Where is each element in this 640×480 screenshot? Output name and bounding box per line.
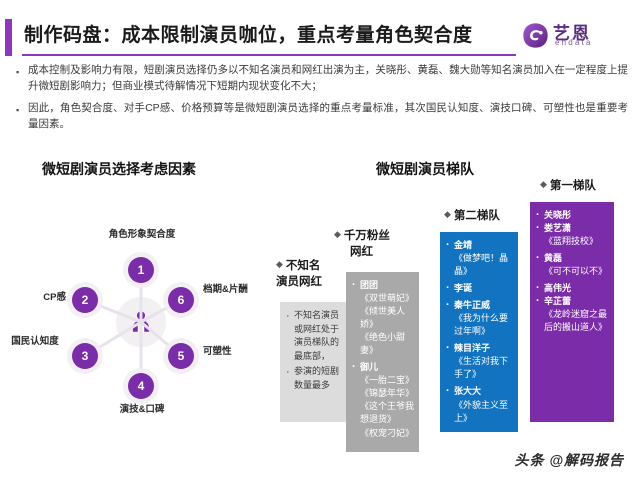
tier-heading: ◆第二梯队 bbox=[444, 208, 500, 225]
tier-group: 团团 《双世萌妃》 《倾世美人娇》 《绝色小甜妻》 bbox=[351, 278, 415, 357]
brand-name: 艺恩 bbox=[553, 24, 591, 43]
factor-node-2[interactable]: 2 bbox=[72, 287, 98, 313]
left-panel-title: 微短剧演员选择考虑因素 bbox=[42, 161, 196, 177]
actor-work: 《锦瑟年华》 bbox=[360, 388, 415, 399]
factor-label-5: 可塑性 bbox=[203, 346, 232, 357]
factor-label-3: 国民认知度 bbox=[11, 336, 59, 347]
right-panel-title: 微短剧演员梯队 bbox=[376, 161, 474, 177]
tier-group: 秦牛正威 《我为什么要过年啊》 bbox=[445, 298, 513, 338]
actor-name: 团团 bbox=[351, 278, 414, 294]
actor-work: 《龙岭迷窟之最后的搬山道人》 bbox=[544, 309, 608, 333]
tier-group: 李诞 bbox=[445, 281, 513, 297]
factor-node-6[interactable]: 6 bbox=[168, 287, 194, 313]
bullet-dot-icon: ▪ bbox=[16, 104, 20, 115]
tier-group: 黄磊 《可不可以不》 bbox=[535, 251, 609, 278]
tier-box: 不知名演员或网红处于演员梯队的最底部， 参演的短剧数量最多 bbox=[280, 302, 352, 422]
tier-group: 辣目洋子 《生活对我下手了》 bbox=[445, 341, 513, 381]
tier-heading-line1: 第一梯队 bbox=[549, 180, 596, 192]
bullet-item: ▪ 因此，角色契合度、对手CP感、价格预算等是微短剧演员选择的重点考量标准，其次… bbox=[16, 100, 628, 133]
tier-heading: ◆不知名 演员网红 bbox=[276, 258, 322, 290]
brand-logo: 艺恩 endata bbox=[522, 18, 622, 54]
tier-heading: ◆千万粉丝 网红 bbox=[334, 228, 390, 260]
actor-work: 《倾世美人娇》 bbox=[360, 306, 406, 330]
tier-box: 关晓彤 娄艺潇 《蓝翔技校》 黄磊 《可不可以不》 高伟光 辛芷蕾 《龙岭迷窟之… bbox=[530, 202, 614, 422]
watermark: 头条 @解码报告 bbox=[514, 452, 624, 468]
tier-group: 御儿 《一胎二宝》 《锦瑟年华》 《这个王爷我想退货》 《权宠刁妃》 bbox=[351, 360, 415, 439]
actor-work: 《蓝翔技校》 bbox=[544, 236, 599, 247]
tier-heading-line2: 演员网红 bbox=[276, 275, 322, 288]
factor-label-6: 档期&片酬 bbox=[203, 284, 248, 295]
bullet-item: ▪ 成本控制及影响力有限，短剧演员选择仍多以不知名演员和网红出演为主，关晓彤、黄… bbox=[16, 62, 628, 95]
actor-work: 《外貌主义至上》 bbox=[454, 399, 509, 423]
bullet-dot-icon: ▪ bbox=[16, 67, 20, 77]
factor-node-3[interactable]: 3 bbox=[72, 343, 98, 369]
actor-name: 张大大 bbox=[445, 384, 513, 400]
actor-work: 《可不可以不》 bbox=[544, 266, 608, 277]
actor-name: 辛芷蕾 bbox=[535, 294, 609, 310]
actor-name: 高伟光 bbox=[535, 281, 609, 297]
tier-group: 关晓彤 娄艺潇 《蓝翔技校》 bbox=[535, 208, 609, 248]
factor-label-2: CP感 bbox=[43, 292, 66, 303]
tier-heading: ◆第一梯队 bbox=[540, 178, 596, 195]
endata-logo-icon bbox=[523, 23, 548, 48]
bullet-text: 成本控制及影响力有限，短剧演员选择仍多以不知名演员和网红出演为主，关晓彤、黄磊、… bbox=[28, 64, 628, 93]
tier-group: 张大大 《外貌主义至上》 bbox=[445, 384, 513, 424]
header-underline bbox=[22, 54, 516, 56]
actor-name: 御儿 bbox=[351, 360, 414, 376]
slide-header: 制作码盘：成本限制演员咖位，重点考量角色契合度 艺恩 endata bbox=[0, 16, 640, 60]
actor-name: 黄磊 bbox=[535, 251, 609, 267]
actor-name: 娄艺潇 bbox=[535, 221, 609, 237]
actor-work: 《生活对我下手了》 bbox=[454, 356, 509, 380]
factor-node-1[interactable]: 1 bbox=[128, 257, 154, 283]
factor-hexagon-diagram: 1 2 3 4 5 6 角色形象契合度 CP感 国民认知度 演技&口碑 可塑性 … bbox=[11, 225, 263, 420]
tier-heading-line1: 第二梯队 bbox=[453, 210, 500, 222]
factor-node-5[interactable]: 5 bbox=[168, 343, 194, 369]
factor-label-1: 角色形象契合度 bbox=[108, 229, 176, 240]
brand-subtitle: endata bbox=[555, 38, 593, 47]
tier-group: 金靖 《做梦吧！晶晶》 bbox=[445, 238, 513, 278]
actor-work: 《做梦吧！晶晶》 bbox=[454, 253, 509, 277]
actor-work: 《绝色小甜妻》 bbox=[360, 332, 406, 356]
actor-name: 秦牛正威 bbox=[445, 298, 513, 314]
actor-work: 《一胎二宝》 bbox=[360, 375, 415, 386]
tier-box: 金靖 《做梦吧！晶晶》 李诞 秦牛正威 《我为什么要过年啊》 辣目洋子 《生活对… bbox=[440, 232, 518, 432]
tier-heading-line1: 不知名 bbox=[285, 260, 321, 272]
tier-note: 参演的短剧数量最多 bbox=[285, 364, 347, 392]
factor-label-4: 演技&口碑 bbox=[119, 404, 165, 415]
actor-work: 《这个王爷我想退货》 bbox=[360, 401, 415, 425]
actor-work: 《双世萌妃》 bbox=[360, 293, 415, 304]
summary-bullets: ▪ 成本控制及影响力有限，短剧演员选择仍多以不知名演员和网红出演为主，关晓彤、黄… bbox=[16, 62, 628, 137]
header-accent-bar bbox=[5, 19, 12, 56]
diamond-bullet-icon: ◆ bbox=[540, 179, 547, 189]
actor-work: 《我为什么要过年啊》 bbox=[454, 313, 509, 337]
tier-group: 高伟光 辛芷蕾 《龙岭迷窟之最后的搬山道人》 bbox=[535, 281, 609, 334]
factor-node-4[interactable]: 4 bbox=[128, 373, 154, 399]
actor-name: 金靖 bbox=[445, 238, 513, 254]
diamond-bullet-icon: ◆ bbox=[444, 209, 451, 219]
actor-name: 辣目洋子 bbox=[445, 341, 513, 357]
tier-heading-line2: 网红 bbox=[350, 245, 373, 258]
actor-name: 关晓彤 bbox=[535, 208, 609, 224]
diamond-bullet-icon: ◆ bbox=[276, 259, 283, 269]
page-title: 制作码盘：成本限制演员咖位，重点考量角色契合度 bbox=[24, 25, 473, 46]
tier-box: 团团 《双世萌妃》 《倾世美人娇》 《绝色小甜妻》 御儿 《一胎二宝》 《锦瑟年… bbox=[346, 272, 419, 452]
tier-note: 不知名演员或网红处于演员梯队的最底部， bbox=[285, 308, 347, 363]
diamond-bullet-icon: ◆ bbox=[334, 229, 341, 239]
tier-heading-line1: 千万粉丝 bbox=[343, 230, 390, 242]
actor-name: 李诞 bbox=[445, 281, 513, 297]
actor-work: 《权宠刁妃》 bbox=[360, 427, 415, 438]
bullet-text: 因此，角色契合度、对手CP感、价格预算等是微短剧演员选择的重点考量标准，其次国民… bbox=[28, 101, 628, 130]
